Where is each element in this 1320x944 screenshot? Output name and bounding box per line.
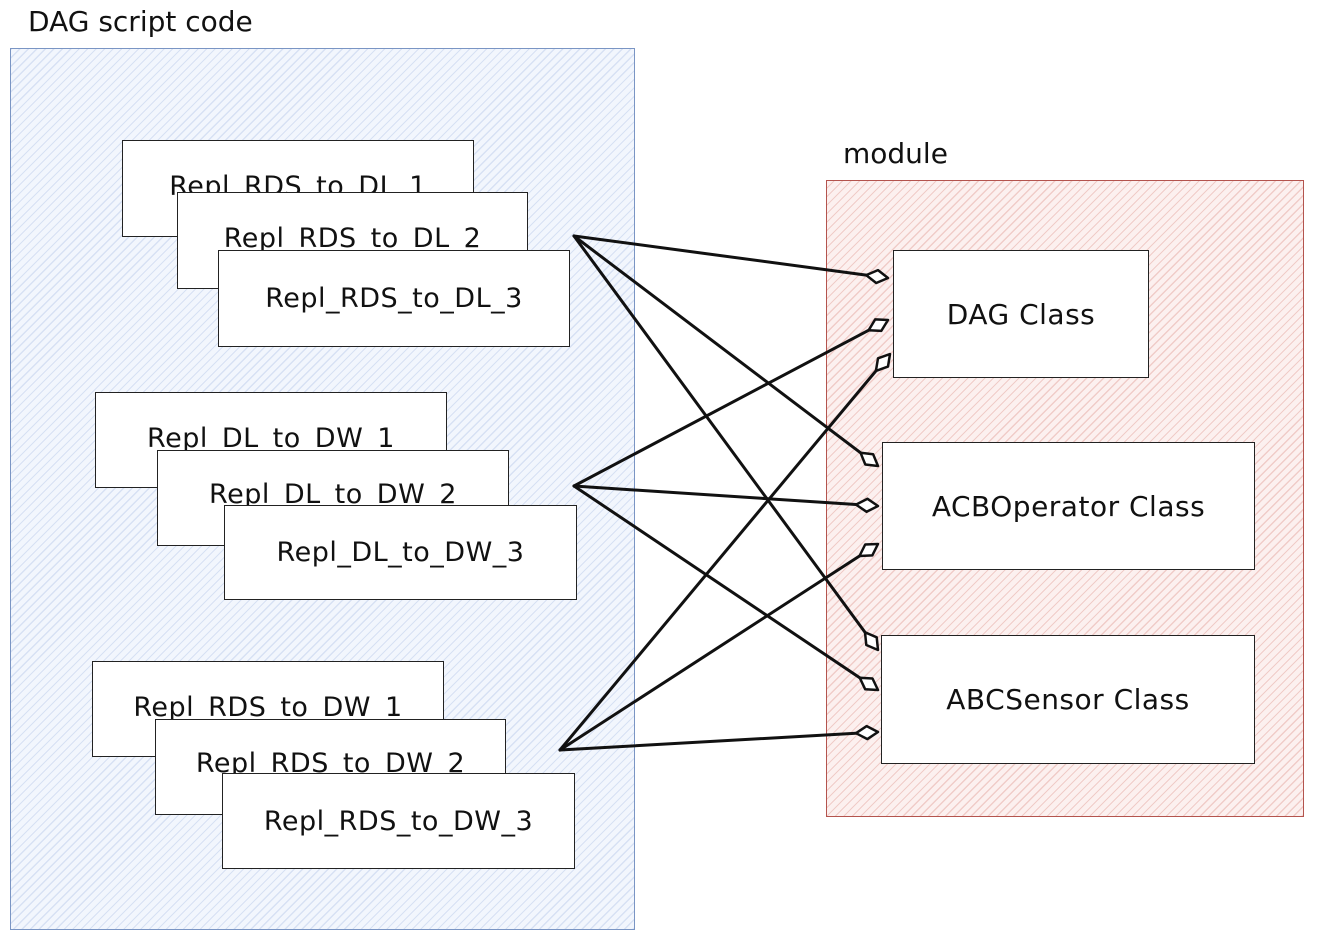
class-label: DAG Class — [946, 297, 1096, 331]
dag-script-label: DAG script code — [28, 5, 253, 38]
class-box-dag[interactable]: DAG Class — [893, 250, 1149, 378]
task-box-rds-to-dl-3[interactable]: Repl_RDS_to_DL_3 — [218, 250, 570, 347]
task-box-rds-to-dw-3[interactable]: Repl_RDS_to_DW_3 — [222, 773, 575, 869]
module-label: module — [843, 137, 948, 170]
class-label: ABCSensor Class — [946, 683, 1190, 716]
task-label: Repl_DL_to_DW_3 — [276, 537, 525, 568]
task-label: Repl_DL_to_DW_1 — [147, 423, 395, 454]
class-label: ACBOperator Class — [931, 489, 1206, 523]
task-box-dl-to-dw-3[interactable]: Repl_DL_to_DW_3 — [224, 505, 577, 600]
class-box-acboperator[interactable]: ACBOperator Class — [882, 442, 1255, 570]
class-box-abcsensor[interactable]: ABCSensor Class — [881, 635, 1255, 764]
task-label: Repl_RDS_to_DL_2 — [223, 223, 482, 254]
task-label: Repl_DL_to_DW_2 — [209, 479, 457, 510]
task-label: Repl_RDS_to_DL_3 — [265, 283, 523, 314]
task-label: Repl_RDS_to_DW_1 — [133, 692, 403, 723]
task-label: Repl_RDS_to_DW_3 — [263, 805, 534, 837]
